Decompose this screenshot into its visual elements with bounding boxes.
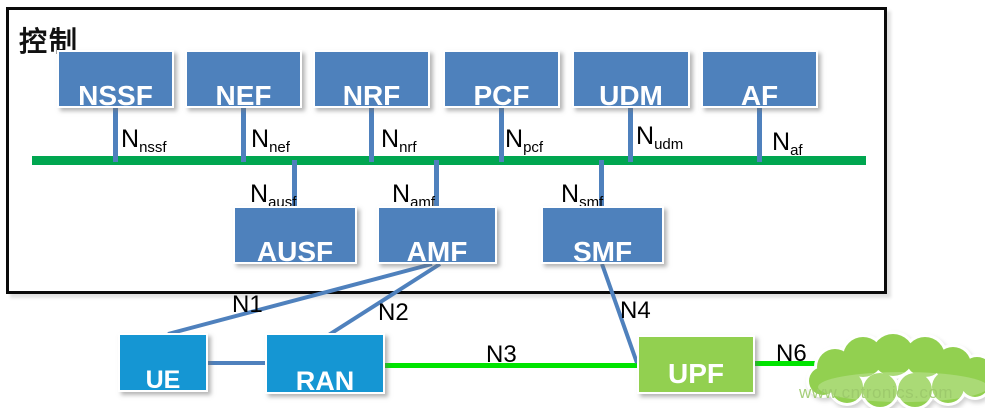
iface-label-naf: Naf <box>772 128 803 159</box>
iface-label-nnssf: Nnssf <box>121 125 167 156</box>
link-line-ue-ran <box>205 361 267 365</box>
nf-label-ran: RAN <box>295 365 355 394</box>
nf-box-ausf: AUSF <box>233 206 357 264</box>
iface-label-nnrf: Nnrf <box>381 125 417 156</box>
nf-box-af: AF <box>701 50 818 108</box>
nf-box-udm: UDM <box>572 50 690 108</box>
nf-label-udm: UDM <box>599 79 663 108</box>
stub-nrf <box>369 106 374 162</box>
stub-amf <box>434 160 439 208</box>
nf-label-ue: UE <box>145 366 181 392</box>
nf-box-nef: NEF <box>185 50 302 108</box>
nf-box-nrf: NRF <box>313 50 430 108</box>
nf-label-af: AF <box>740 79 779 108</box>
stub-udm <box>628 106 633 162</box>
watermark-text: www.cntronics.com <box>799 383 953 402</box>
stub-pcf <box>499 106 504 162</box>
nf-box-ran: RAN <box>265 333 385 394</box>
nf-label-smf: SMF <box>572 235 633 264</box>
iface-label-npcf: Npcf <box>505 125 544 156</box>
refpoint-label-n1: N1 <box>232 291 263 318</box>
refpoint-label-n4: N4 <box>620 297 651 324</box>
iface-label-nudm: Nudm <box>636 122 684 153</box>
nf-label-nssf: NSSF <box>78 79 153 108</box>
nf-label-nrf: NRF <box>342 79 401 108</box>
link-line-n6 <box>753 361 815 366</box>
nf-box-ue: UE <box>118 333 208 392</box>
refpoint-label-n3: N3 <box>486 341 517 368</box>
service-bus-line <box>32 156 866 165</box>
nf-box-smf: SMF <box>541 206 664 264</box>
stub-nef <box>241 106 246 162</box>
nf-box-amf: AMF <box>377 206 497 264</box>
nf-box-pcf: PCF <box>443 50 560 108</box>
refpoint-label-n6: N6 <box>776 340 807 367</box>
nf-label-amf: AMF <box>406 235 468 264</box>
link-line-n3 <box>383 363 639 368</box>
iface-label-nnef: Nnef <box>251 125 290 156</box>
refpoint-label-n2: N2 <box>378 299 409 326</box>
data-network-cloud <box>806 331 985 408</box>
stub-ausf <box>292 160 297 208</box>
nf-label-ausf: AUSF <box>256 235 334 264</box>
nf-label-pcf: PCF <box>473 79 530 108</box>
nf-label-nef: NEF <box>215 79 272 108</box>
stub-af <box>757 106 762 162</box>
nf-box-upf: UPF <box>637 335 755 394</box>
stub-nssf <box>113 106 118 162</box>
nf-box-nssf: NSSF <box>57 50 174 108</box>
stub-smf <box>599 160 604 208</box>
nf-label-upf: UPF <box>668 357 724 389</box>
